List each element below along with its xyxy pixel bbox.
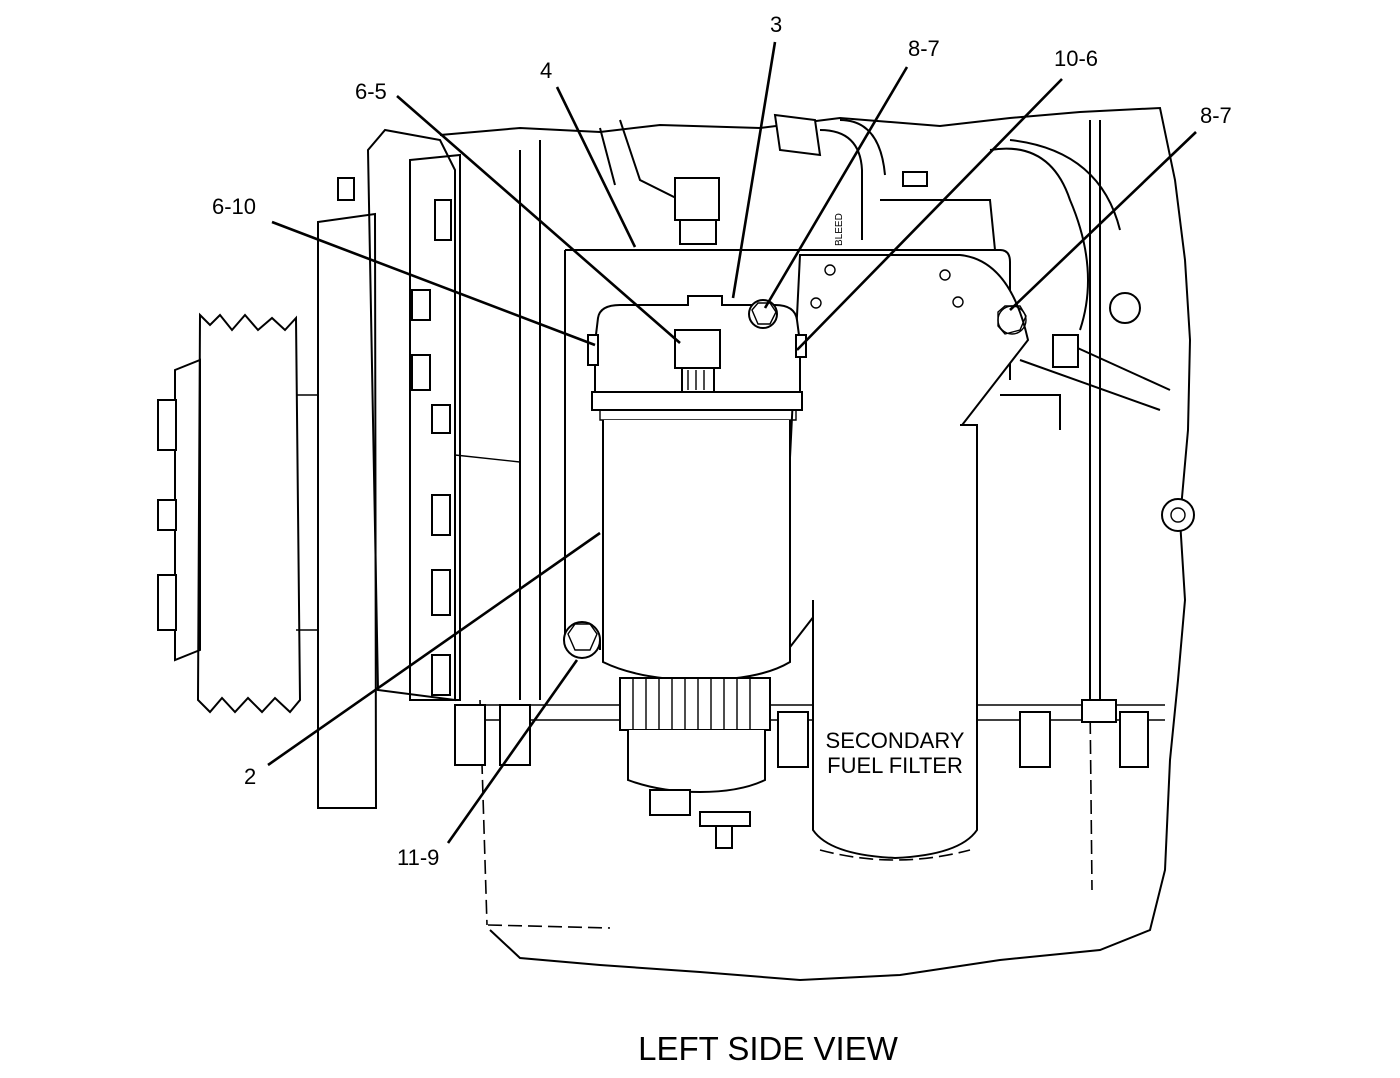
callout-8-7-top: 8-7 bbox=[908, 36, 940, 61]
callout-2: 2 bbox=[244, 764, 256, 789]
callout-labels: 3 8-7 10-6 4 6-5 8-7 6-10 2 11-9 bbox=[212, 12, 1232, 870]
leader-4 bbox=[555, 86, 637, 248]
callout-11-9: 11-9 bbox=[397, 845, 439, 870]
secondary-label-line1: SECONDARY bbox=[826, 728, 965, 753]
leader-2 bbox=[267, 531, 601, 767]
callout-6-5: 6-5 bbox=[355, 79, 387, 104]
bleed-label: BLEED bbox=[834, 213, 845, 246]
leader-10-6 bbox=[796, 78, 1063, 351]
callout-8-7-right: 8-7 bbox=[1200, 103, 1232, 128]
leader-11-9 bbox=[446, 659, 579, 844]
base-bolts bbox=[454, 704, 1149, 768]
secondary-label-line2: FUEL FILTER bbox=[827, 753, 963, 778]
filter-bracket bbox=[778, 254, 1030, 664]
leader-lines bbox=[267, 41, 1197, 844]
upper-piping: BLEED bbox=[599, 113, 1195, 723]
callout-10-6: 10-6 bbox=[1054, 46, 1098, 71]
view-caption: LEFT SIDE VIEW bbox=[638, 1030, 899, 1067]
leader-3 bbox=[731, 41, 777, 299]
primary-fuel-filter bbox=[563, 295, 807, 849]
leader-8-7-right bbox=[1009, 131, 1197, 311]
callout-6-10: 6-10 bbox=[212, 194, 256, 219]
secondary-fuel-filter-label: SECONDARY FUEL FILTER bbox=[826, 728, 965, 778]
leader-8-7-top bbox=[763, 66, 909, 309]
leader-6-5 bbox=[396, 95, 681, 344]
pulley-assembly bbox=[157, 128, 461, 809]
callout-4: 4 bbox=[540, 58, 552, 83]
callout-3: 3 bbox=[770, 12, 782, 37]
filter-base-plate bbox=[454, 140, 1011, 700]
leader-6-10 bbox=[271, 220, 596, 347]
secondary-fuel-filter bbox=[812, 424, 978, 861]
